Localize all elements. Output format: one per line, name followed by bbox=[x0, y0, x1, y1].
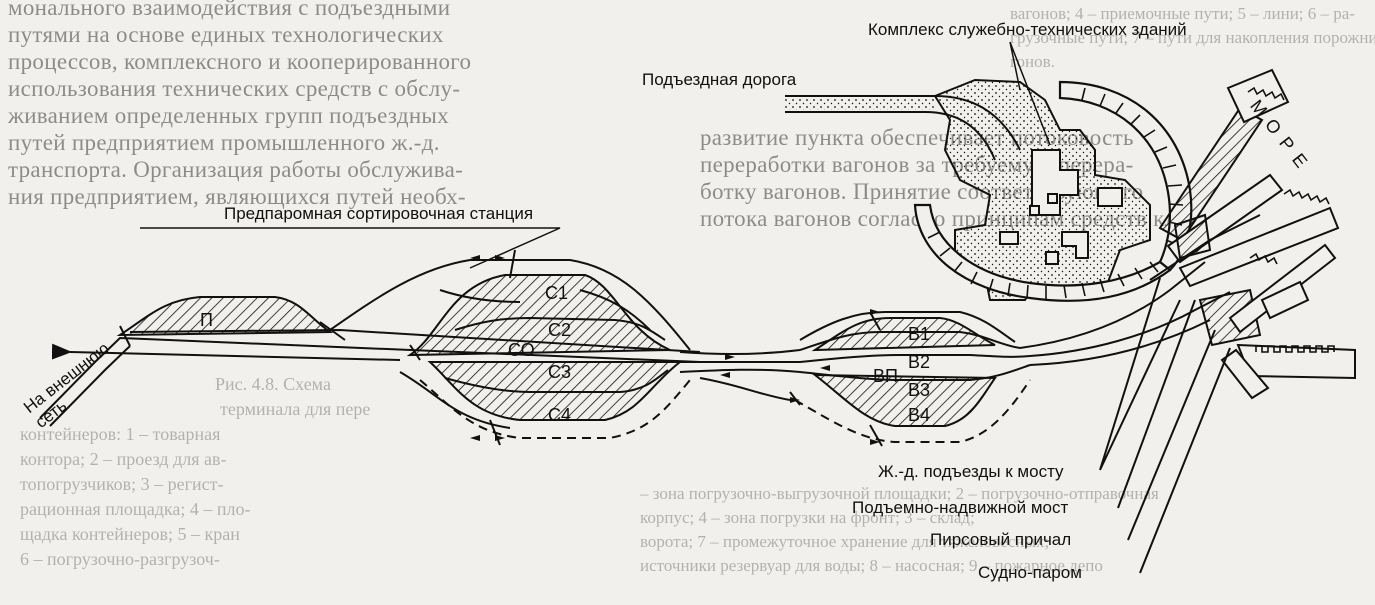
bg-line: живанием определенных групп подъездных bbox=[8, 103, 449, 128]
bg-line: гонов. bbox=[1010, 52, 1055, 71]
bg-line: корпус; 4 – зона погрузки на фронт; 3 – … bbox=[640, 508, 975, 527]
track-arrows bbox=[470, 255, 880, 445]
label-lift-bridge: Подъемно-надвижной мост bbox=[852, 498, 1069, 517]
bg-line: путями на основе единых технологических bbox=[8, 22, 444, 47]
label-ferry-ship: Судно-паром bbox=[978, 563, 1082, 582]
node-v4: В4 bbox=[908, 405, 931, 425]
label-preferry-station: Предпаромная сортировочная станция bbox=[224, 204, 534, 223]
crescent-breakwater bbox=[913, 80, 1193, 302]
bg-line: процессов, комплексного и кооперированно… bbox=[8, 49, 472, 74]
quay-teeth bbox=[1247, 86, 1335, 353]
bg-line: транспорта. Организация работы обслужива… bbox=[8, 157, 464, 182]
bg-line: 6 – погрузочно-разгрузоч- bbox=[20, 549, 220, 569]
bg-line: ворота; 7 – промежуточное хранение для т… bbox=[640, 532, 1050, 551]
bg-line: топогрузчиков; 3 – регист- bbox=[20, 474, 224, 494]
bg-line: терминала для пере bbox=[220, 399, 371, 419]
bg-line: щадка контейнеров; 5 – кран bbox=[20, 524, 240, 544]
node-c4: С4 bbox=[548, 405, 572, 425]
bg-line: вагонов; 4 – приемочные пути; 5 – лини; … bbox=[1010, 4, 1355, 23]
label-access-road: Подъездная дорога bbox=[642, 70, 797, 89]
bg-line: монального взаимодействия с подъездными bbox=[8, 0, 451, 20]
main-tracks bbox=[39, 214, 1261, 574]
bg-line: грузочные пути; 7 – пути для накопления … bbox=[1010, 28, 1375, 47]
station-label-line bbox=[140, 227, 561, 269]
bg-line: источники резервуар для воды; 8 – насосн… bbox=[640, 556, 1103, 575]
node-v1: В1 bbox=[908, 324, 931, 344]
background-paragraph-right-top: вагонов; 4 – приемочные пути; 5 – лини; … bbox=[1010, 2, 1375, 74]
node-c3: С3 bbox=[548, 362, 572, 382]
yard-vp bbox=[811, 317, 997, 427]
node-c2: С2 bbox=[548, 320, 572, 340]
label-service-buildings: Комплекс служебно-технических зданий bbox=[868, 20, 1187, 39]
bg-line: Рис. 4.8. Схема bbox=[215, 374, 331, 394]
bg-line: контора; 2 – проезд для ав- bbox=[20, 449, 227, 469]
node-v2: В2 bbox=[908, 352, 931, 372]
background-caption-bottom: – зона погрузочно-выгрузочной площадки; … bbox=[640, 482, 1159, 578]
node-c1: С1 bbox=[545, 283, 569, 303]
node-vp: ВП bbox=[873, 366, 898, 386]
bg-line: рационная площадка; 4 – пло- bbox=[20, 499, 251, 519]
service-buildings-complex bbox=[933, 41, 1151, 302]
pier-structures bbox=[1158, 68, 1356, 400]
yard-so bbox=[406, 274, 683, 421]
node-p: П bbox=[200, 310, 213, 330]
bg-line: ния предприятием, являющихся путей необх… bbox=[8, 184, 466, 209]
yard-p bbox=[116, 296, 334, 337]
node-so: СО bbox=[508, 340, 535, 360]
node-v3: В3 bbox=[908, 380, 931, 400]
background-caption-left: Рис. 4.8. Схема терминала для пере конте… bbox=[10, 372, 370, 572]
bg-line: контейнеров: 1 – товарная bbox=[20, 424, 221, 444]
bg-line: – зона погрузочно-выгрузочной площадки; … bbox=[640, 484, 1159, 503]
label-rail-approaches: Ж.-д. подъезды к мосту bbox=[878, 462, 1064, 481]
bg-line: путей предприятием промышленного ж.-д. bbox=[8, 130, 440, 155]
bg-line: использования технических средств с обсл… bbox=[8, 76, 461, 101]
label-pier-berth: Пирсовый причал bbox=[930, 530, 1072, 549]
background-paragraph-left: монального взаимодействия с подъездными … bbox=[8, 0, 471, 210]
